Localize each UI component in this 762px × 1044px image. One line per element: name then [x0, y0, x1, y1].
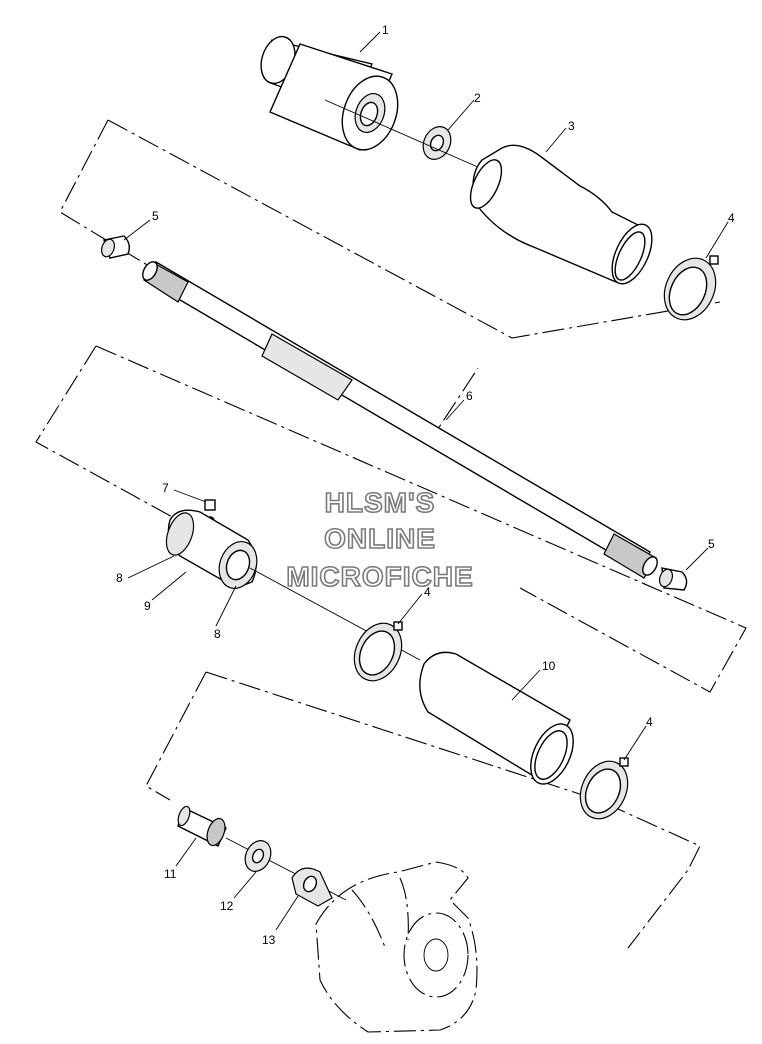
- guide-line-middle-right: [95, 345, 747, 693]
- guide-line-lower-right: [205, 671, 701, 949]
- watermark-line-2: ONLINE: [324, 523, 436, 554]
- callout-4-upper: 4: [728, 211, 735, 225]
- part-4-clamp-upper: [663, 255, 719, 321]
- part-4-clamp-middle: [353, 621, 403, 682]
- callout-4-lower: 4: [646, 715, 653, 729]
- part-11-stub-shaft: [177, 805, 227, 847]
- part-5-cap-lower: [658, 567, 688, 591]
- guide-line-upper: [59, 119, 479, 439]
- guide-line-upper-right: [107, 119, 721, 339]
- callout-4-middle: 4: [424, 585, 431, 599]
- callout-10: 10: [542, 659, 556, 673]
- callout-6: 6: [466, 389, 473, 403]
- part-10-tube: [419, 651, 574, 785]
- callout-9: 9: [144, 599, 151, 613]
- guide-line-lower: [145, 671, 207, 801]
- callout-11: 11: [164, 867, 177, 881]
- callout-12: 12: [220, 899, 234, 913]
- part-12-washer: [244, 840, 272, 872]
- callout-8-left: 8: [116, 571, 123, 585]
- part-13-bracket: [291, 867, 333, 907]
- part-1-mount: [260, 35, 399, 151]
- part-3-boot: [469, 144, 653, 285]
- part-4-clamp-lower: [579, 757, 629, 820]
- part-5-cap-upper: [100, 235, 131, 259]
- callout-5-lower: 5: [708, 537, 715, 551]
- callout-leaders: [123, 31, 729, 931]
- part-6-drive-shaft: [142, 261, 658, 579]
- callout-5-upper: 5: [152, 209, 159, 223]
- callout-2: 2: [474, 91, 481, 105]
- callout-1: 1: [382, 23, 389, 37]
- guide-line-middle: [35, 345, 237, 553]
- part-2-washer: [422, 126, 452, 160]
- axis-line-upper: [324, 99, 481, 169]
- part-9-coupler: [165, 509, 258, 589]
- watermark: HLSM'S ONLINE MICROFICHE: [286, 486, 474, 593]
- watermark-line-1: HLSM'S: [325, 487, 436, 518]
- callout-8-right: 8: [214, 627, 221, 641]
- callout-3: 3: [568, 119, 575, 133]
- callout-7: 7: [162, 481, 169, 495]
- watermark-line-3: MICROFICHE: [286, 561, 473, 592]
- callout-13: 13: [262, 933, 276, 947]
- impeller-outline: [315, 861, 478, 1033]
